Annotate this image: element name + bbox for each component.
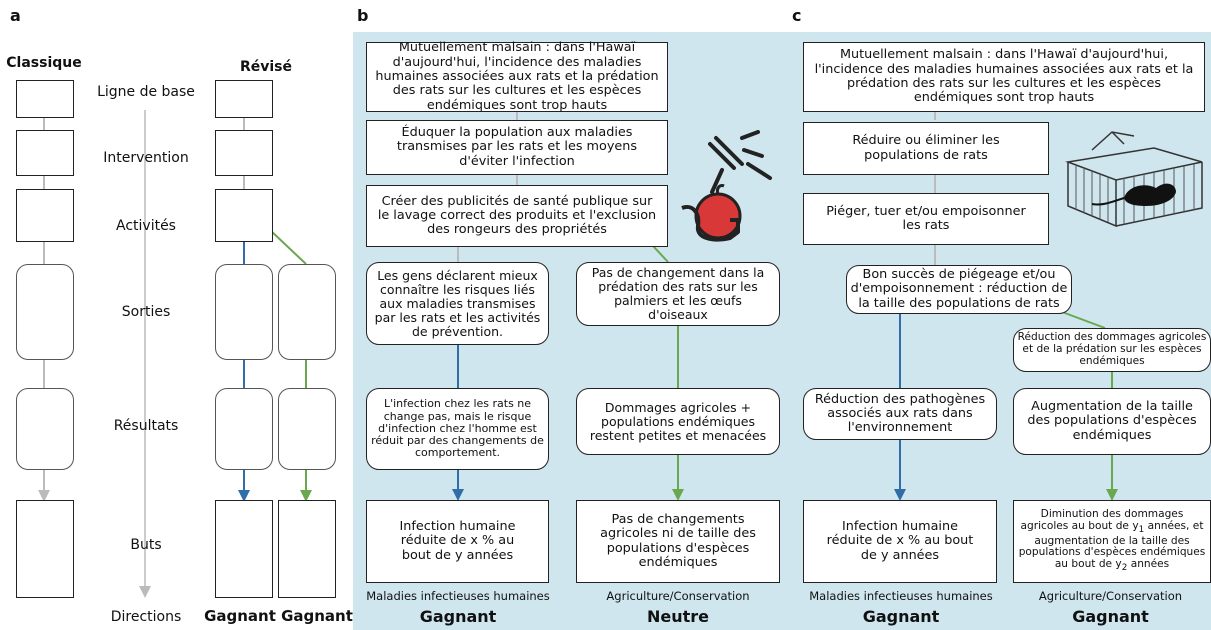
c-trap-box: Piéger, tuer et/ou empoisonner les rats <box>803 193 1049 245</box>
b-right-domain: Agriculture/Conservation <box>606 589 750 603</box>
c-right-output-box: Réduction des dommages agricoles et de l… <box>1013 328 1211 372</box>
stage-label-baseline: Ligne de base <box>97 84 195 100</box>
c-left-goal-box: Infection humaine réduite de x % au bout… <box>803 500 997 583</box>
b-left-domain: Maladies infectieuses humaines <box>366 589 550 603</box>
spray-apple-icon <box>672 130 780 245</box>
c-left-result-box: Réduction des pathogènes associés aux ra… <box>803 388 997 440</box>
b-top-box: Mutuellement malsain : dans l'Hawaï d'au… <box>366 41 668 112</box>
revise-heading: Révisé <box>239 59 293 75</box>
stage-label-outputs: Sorties <box>121 304 171 320</box>
rat-trap-icon <box>1062 122 1208 232</box>
b-right-goal-box: Pas de changements agricoles ni de taill… <box>576 500 780 583</box>
b-left-direction: Gagnant <box>419 607 497 626</box>
a-direction-gagnant-2: Gagnant <box>281 607 353 625</box>
c-left-direction: Gagnant <box>862 607 940 626</box>
c-reduce-box: Réduire ou éliminer les populations de r… <box>803 122 1049 175</box>
a-revise-box-4-left <box>215 264 273 360</box>
c-right-goal-box: Diminution des dommages agricoles au bou… <box>1013 500 1211 583</box>
stage-label-goals: Buts <box>130 537 162 553</box>
panel-c-label: c <box>792 6 802 25</box>
b-right-output-box: Pas de changement dans la prédation des … <box>576 262 780 326</box>
stage-label-directions: Directions <box>110 609 182 625</box>
panel-a-label: a <box>10 6 21 25</box>
a-classique-box-2 <box>16 130 74 176</box>
a-revise-box-3 <box>215 189 273 242</box>
c-right-direction: Gagnant <box>1072 607 1149 626</box>
stage-label-results: Résultats <box>113 418 179 434</box>
b-left-result-box: L'infection chez les rats ne change pas,… <box>366 388 549 470</box>
a-revise-box-6-left <box>215 500 273 598</box>
a-revise-box-5-left <box>215 388 273 470</box>
a-classique-box-4 <box>16 264 74 360</box>
b-right-direction: Neutre <box>646 607 710 626</box>
c-left-domain: Maladies infectieuses humaines <box>809 589 993 603</box>
b-educate-box: Éduquer la population aux maladies trans… <box>366 120 668 175</box>
a-revise-box-1 <box>215 80 273 118</box>
c-success-box: Bon succès de piégeage et/ou d'empoisonn… <box>846 265 1072 314</box>
b-right-result-box: Dommages agricoles + populations endémiq… <box>576 388 780 455</box>
stage-label-activities: Activités <box>116 218 176 234</box>
a-direction-gagnant-1: Gagnant <box>204 607 276 625</box>
a-classique-box-5 <box>16 388 74 470</box>
a-revise-box-6-right <box>278 500 336 598</box>
stage-label-intervention: Intervention <box>103 150 189 166</box>
classique-heading: Classique <box>6 55 82 71</box>
b-left-output-box: Les gens déclarent mieux connaître les r… <box>366 262 549 345</box>
line-a-revise-green-1 <box>269 229 307 265</box>
a-classique-box-1 <box>16 80 74 118</box>
b-ads-box: Créer des publicités de santé publique s… <box>366 185 668 247</box>
panel-b-label: b <box>357 6 369 25</box>
c-right-goal-text: Diminution des dommages agricoles au bou… <box>1018 507 1206 574</box>
a-revise-box-5-right <box>278 388 336 470</box>
c-right-result-box: Augmentation de la taille des population… <box>1013 388 1211 455</box>
b-left-goal-box: Infection humaine réduite de x % au bout… <box>366 500 549 583</box>
a-classique-box-3 <box>16 189 74 242</box>
a-revise-box-2 <box>215 130 273 176</box>
c-right-domain: Agriculture/Conservation <box>1038 589 1183 603</box>
a-classique-box-6 <box>16 500 74 598</box>
c-top-box: Mutuellement malsain : dans l'Hawaï d'au… <box>803 42 1205 112</box>
a-revise-box-4-right <box>278 264 336 360</box>
